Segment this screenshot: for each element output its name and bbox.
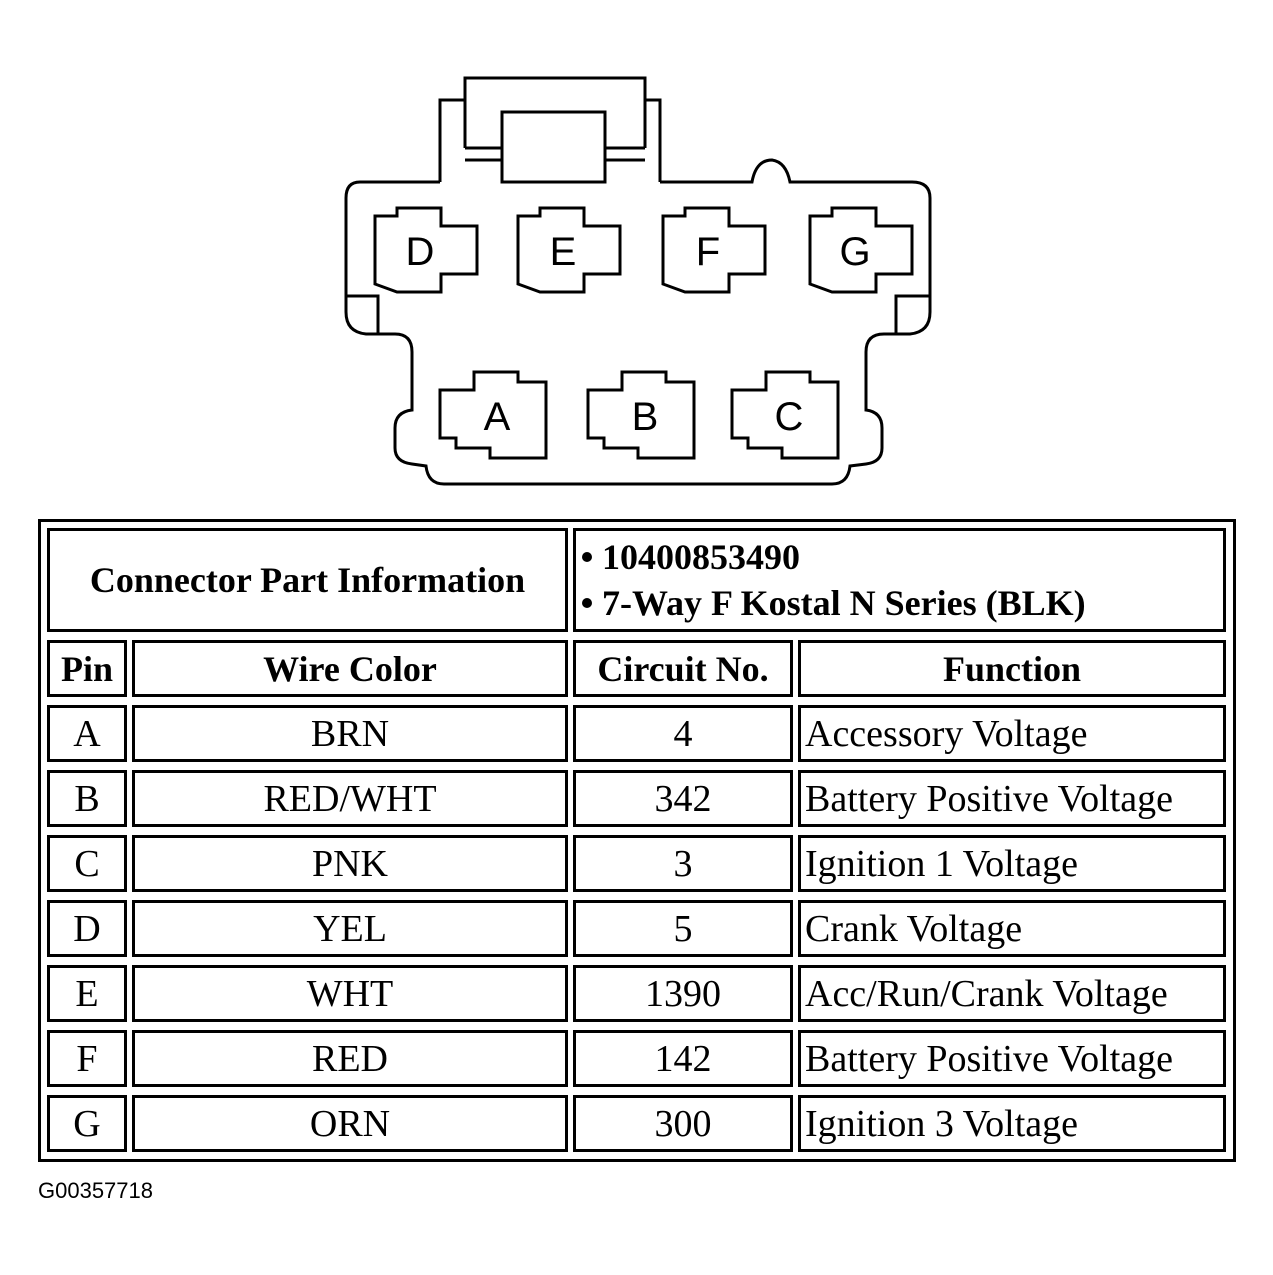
pin-label-d: D (406, 230, 435, 274)
locking-tab (438, 76, 662, 182)
cell-wire-color: ORN (132, 1095, 568, 1152)
cell-circuit-no: 4 (573, 705, 793, 762)
bullet-icon (582, 597, 592, 608)
pin-label-f: F (696, 230, 720, 274)
cell-function: Ignition 1 Voltage (798, 835, 1226, 892)
cell-function: Battery Positive Voltage (798, 770, 1226, 827)
cell-circuit-no: 300 (573, 1095, 793, 1152)
pin-label-g: G (839, 230, 870, 274)
pin-cavity-c: C (730, 370, 840, 460)
cell-function: Acc/Run/Crank Voltage (798, 965, 1226, 1022)
cell-function: Ignition 3 Voltage (798, 1095, 1226, 1152)
header-pin: Pin (47, 640, 127, 697)
connector-housing (344, 158, 932, 486)
header-circuit-no: Circuit No. (573, 640, 793, 697)
cell-pin: G (47, 1095, 127, 1152)
cell-circuit-no: 142 (573, 1030, 793, 1087)
cell-wire-color: PNK (132, 835, 568, 892)
cell-wire-color: RED (132, 1030, 568, 1087)
cell-pin: C (47, 835, 127, 892)
locking-tab-inner (500, 110, 607, 184)
cell-pin: B (47, 770, 127, 827)
header-function: Function (798, 640, 1226, 697)
cell-circuit-no: 5 (573, 900, 793, 957)
cell-wire-color: BRN (132, 705, 568, 762)
pin-cavity-g: G (808, 206, 914, 294)
pin-label-e: E (550, 230, 577, 274)
pin-cavity-a: A (438, 370, 548, 460)
cell-circuit-no: 1390 (573, 965, 793, 1022)
pin-cavity-f: F (661, 206, 767, 294)
cell-wire-color: RED/WHT (132, 770, 568, 827)
figure-id: G00357718 (38, 1178, 153, 1203)
pin-label-c: C (775, 395, 804, 439)
pin-cavity-e: E (516, 206, 622, 294)
part-info-values: 10400853490 7-Way F Kostal N Series (BLK… (573, 528, 1226, 632)
part-number: 10400853490 (582, 534, 800, 580)
cell-pin: D (47, 900, 127, 957)
cell-pin: F (47, 1030, 127, 1087)
pin-label-b: B (632, 395, 659, 439)
pin-cavities: D E F G A B C (373, 206, 914, 460)
bullet-icon (582, 551, 592, 562)
cell-wire-color: WHT (132, 965, 568, 1022)
cell-function: Crank Voltage (798, 900, 1226, 957)
pinout-table-frame (38, 519, 1236, 1162)
header-wire-color: Wire Color (132, 640, 568, 697)
cell-circuit-no: 342 (573, 770, 793, 827)
part-info-label: Connector Part Information (47, 528, 568, 632)
connector-diagram: D E F G A B C (344, 76, 932, 486)
cell-pin: E (47, 965, 127, 1022)
cell-function: Battery Positive Voltage (798, 1030, 1226, 1087)
pin-label-a: A (484, 395, 511, 439)
pin-cavity-b: B (586, 370, 696, 460)
connector-description: 7-Way F Kostal N Series (BLK) (582, 580, 1086, 626)
pin-cavity-d: D (373, 206, 479, 294)
cell-pin: A (47, 705, 127, 762)
cell-wire-color: YEL (132, 900, 568, 957)
cell-function: Accessory Voltage (798, 705, 1226, 762)
cell-circuit-no: 3 (573, 835, 793, 892)
